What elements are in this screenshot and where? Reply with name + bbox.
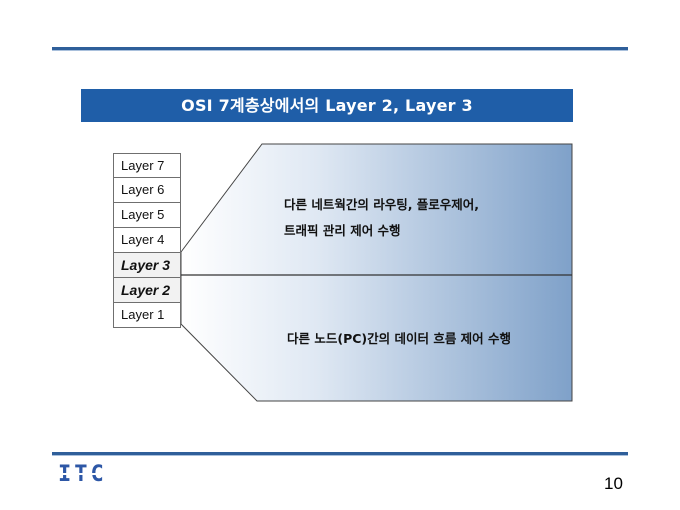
layer-3: Layer 3 xyxy=(113,253,181,278)
layer-4: Layer 4 xyxy=(113,228,181,253)
layer-1: Layer 1 xyxy=(113,303,181,328)
layer-5: Layer 5 xyxy=(113,203,181,228)
page-number: 10 xyxy=(604,474,623,493)
upper-description-line1: 다른 네트웍간의 라우팅, 플로우제어, xyxy=(284,197,480,212)
upper-callout-shape xyxy=(180,143,573,276)
layer-7: Layer 7 xyxy=(113,153,181,178)
upper-description-line2: 트래픽 관리 제어 수행 xyxy=(284,223,401,238)
layer-2: Layer 2 xyxy=(113,278,181,303)
itc-logo: ITC xyxy=(58,462,107,487)
layer-6: Layer 6 xyxy=(113,178,181,203)
bottom-divider xyxy=(52,452,628,456)
title-bar: OSI 7계층상에서의 Layer 2, Layer 3 xyxy=(81,89,573,122)
top-divider xyxy=(52,47,628,51)
lower-description: 다른 노드(PC)간의 데이터 흐름 제어 수행 xyxy=(287,331,512,346)
layer-stack: Layer 7 Layer 6 Layer 5 Layer 4 Layer 3 … xyxy=(113,153,249,328)
slide-title: OSI 7계층상에서의 Layer 2, Layer 3 xyxy=(181,96,473,115)
